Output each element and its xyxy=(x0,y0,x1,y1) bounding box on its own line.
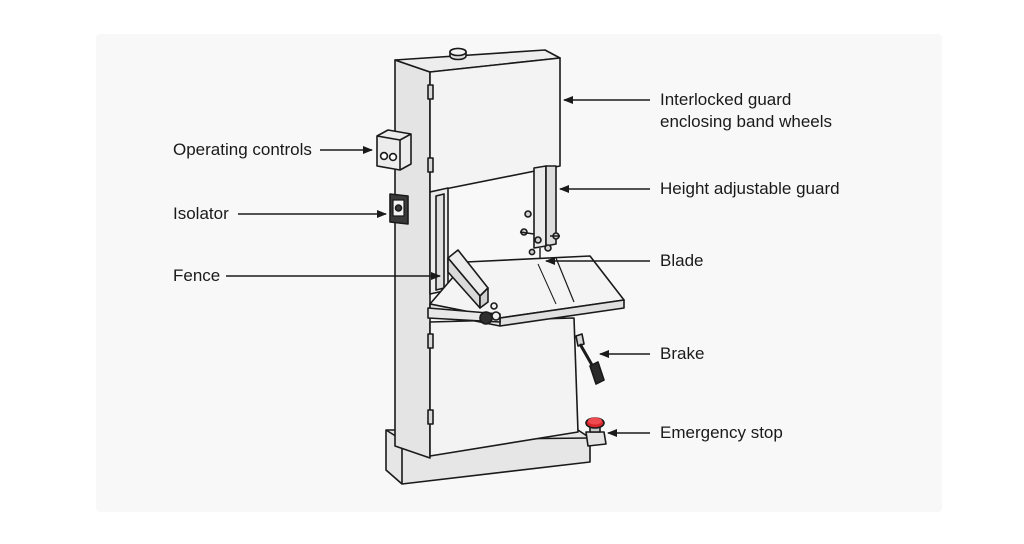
bandsaw-machine xyxy=(376,47,625,485)
label-isolator: Isolator xyxy=(173,204,229,223)
label-brake: Brake xyxy=(660,344,705,363)
label-interlocked-guard-line2: enclosing band wheels xyxy=(660,112,833,131)
label-operating-controls: Operating controls xyxy=(173,140,312,159)
emergency-stop-button xyxy=(585,417,607,447)
brake-lever xyxy=(575,333,605,385)
operating-controls-box xyxy=(376,129,412,171)
hinges xyxy=(427,84,434,425)
label-emergency-stop: Emergency stop xyxy=(660,423,783,442)
fence xyxy=(447,249,501,325)
machine-column xyxy=(394,49,579,459)
tension-knob xyxy=(449,47,467,61)
label-blade: Blade xyxy=(660,251,704,270)
label-interlocked-guard-line1: Interlocked guard xyxy=(660,90,792,109)
isolator-switch xyxy=(389,193,409,225)
label-height-adjustable-guard: Height adjustable guard xyxy=(660,179,840,198)
label-fence: Fence xyxy=(173,266,221,285)
leader-arrows xyxy=(226,96,650,437)
